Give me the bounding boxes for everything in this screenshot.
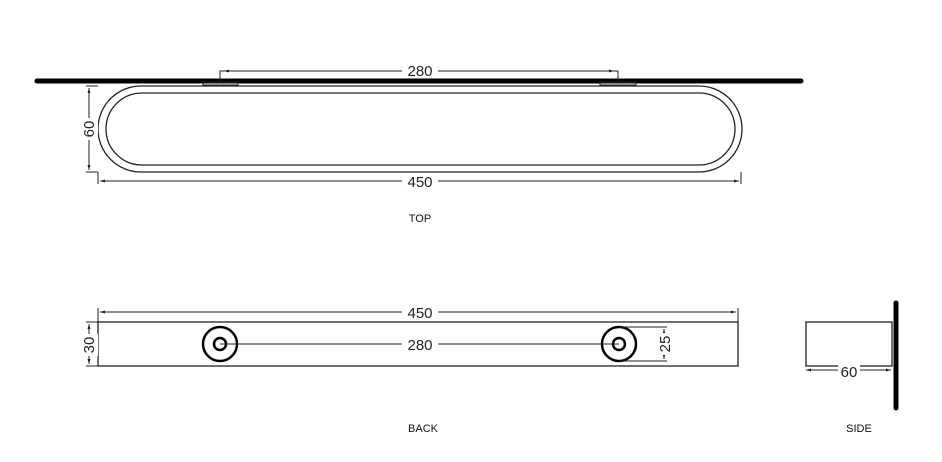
dimension-label-450: 450 <box>407 174 432 191</box>
view-label-side: SIDE <box>846 423 872 435</box>
dimension-label-280: 280 <box>407 337 432 354</box>
dimension-label-60: 60 <box>841 364 858 381</box>
dimension-label-30: 30 <box>81 337 98 354</box>
bracket-plate-left <box>202 81 239 86</box>
top-view: 280 60 450 TOP <box>34 62 804 225</box>
side-view: 60 SIDE <box>805 300 899 435</box>
view-label-back: BACK <box>408 423 439 435</box>
back-view: 450 30 280 25 BACK <box>80 304 739 435</box>
dimension-label-280: 280 <box>407 63 432 80</box>
dimension-label-25: 25 <box>657 336 674 353</box>
towel-bar-outer <box>97 85 743 173</box>
bracket-plate-right <box>599 81 637 86</box>
towel-bar-inner <box>105 92 736 166</box>
dimension-label-60: 60 <box>81 121 98 138</box>
dimension-label-450: 450 <box>407 305 432 322</box>
view-label-top: TOP <box>409 213 431 225</box>
towel-bar-side <box>805 321 893 367</box>
